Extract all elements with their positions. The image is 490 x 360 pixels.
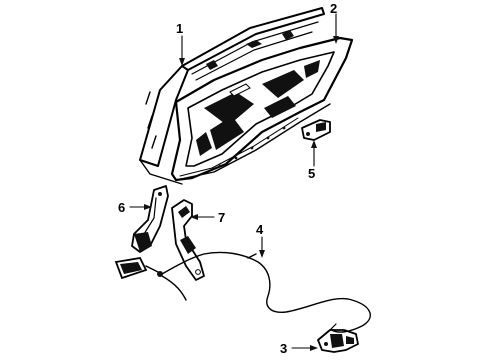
hood-inner-panel <box>170 36 354 182</box>
callout-labels: 1 2 3 4 5 6 7 <box>118 1 337 356</box>
hood-bracket-part <box>301 119 331 141</box>
leader-lines <box>129 13 339 351</box>
hood-release-cable <box>114 251 371 333</box>
callout-3: 3 <box>280 341 287 356</box>
hood-hinge-left <box>131 185 169 253</box>
callout-1: 1 <box>176 21 183 36</box>
callout-6: 6 <box>118 200 125 215</box>
callout-7: 7 <box>218 210 225 225</box>
callout-5: 5 <box>308 166 315 181</box>
hood-outer-panel <box>139 7 325 185</box>
hood-latch <box>317 323 359 353</box>
hood-hinge-right <box>171 199 205 281</box>
callout-4: 4 <box>256 222 264 237</box>
callout-2: 2 <box>330 1 337 16</box>
